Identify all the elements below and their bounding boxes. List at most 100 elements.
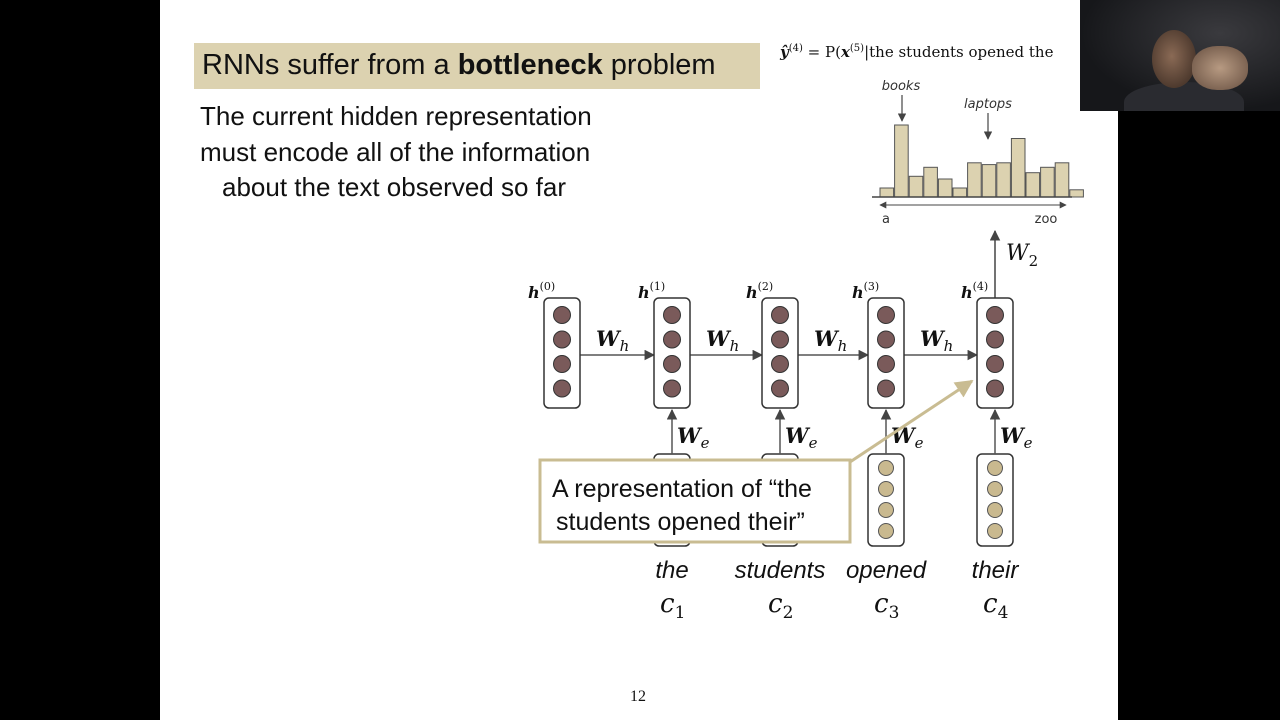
laptops-label: laptops [964, 97, 1012, 112]
neuron-dot [663, 379, 681, 398]
neuron-dot [986, 330, 1004, 349]
neuron-dot [771, 379, 789, 398]
histogram-bar [923, 166, 938, 198]
histogram-bar [952, 187, 968, 198]
embedding-dot [987, 523, 1003, 539]
wh-label: Wh [814, 326, 847, 355]
embedding-dot [878, 523, 894, 539]
hidden-state-vector [976, 297, 1014, 409]
embedding-dot [987, 481, 1003, 497]
callout-box [538, 458, 852, 544]
presenter-hand [1192, 46, 1248, 90]
eq-yhat: ŷ [780, 43, 789, 61]
page-number: 12 [630, 688, 646, 705]
we-label: We [677, 423, 710, 452]
wh-label: Wh [920, 326, 953, 355]
neuron-dot [986, 355, 1004, 373]
neuron-dot [553, 330, 571, 349]
neuron-dot [663, 355, 681, 373]
histogram-bar [894, 124, 909, 198]
histogram-bar [1040, 166, 1055, 198]
hidden-state-vector [653, 297, 691, 409]
we-label: We [1000, 423, 1033, 452]
neuron-dot [877, 330, 895, 349]
eq-condition: |the students opened the [864, 43, 1054, 61]
title-suffix: problem [602, 49, 716, 81]
hidden-state-label: h(4) [961, 280, 988, 302]
body-line-1: The current hidden representation [200, 101, 592, 131]
embedding-dot [987, 502, 1003, 518]
histogram-bar [879, 187, 895, 198]
recurrent-arrows: Wh Wh Wh Wh [580, 326, 979, 361]
embedding-dot [878, 460, 894, 476]
input-embedding-vector [976, 453, 1014, 547]
input-symbol: c2 [768, 589, 793, 623]
neuron-dot [877, 355, 895, 373]
output-equation: ŷ(4) = P(x(5)|the students opened the [780, 43, 1053, 61]
we-label: We [785, 423, 818, 452]
hidden-state-vector [543, 297, 581, 409]
callout-pointer [849, 379, 974, 464]
hidden-state-vectors [543, 297, 1014, 409]
neuron-dot [663, 330, 681, 349]
hidden-state-label: h(3) [852, 280, 879, 302]
neuron-dot [877, 379, 895, 398]
title-highlight [194, 43, 760, 89]
slide-title: RNNs suffer from a bottleneck problem [202, 49, 716, 82]
neuron-dot [553, 355, 571, 373]
histogram-bar [908, 175, 924, 198]
rnn-diagram: books laptops a zoo W2 h(0)h(1)h(2)h(3)h… [528, 79, 1084, 623]
histogram-bar [981, 164, 997, 198]
wh-label: Wh [706, 326, 739, 355]
vocab-axis-start: a [882, 212, 890, 227]
wh-label: Wh [596, 326, 629, 355]
input-symbol: c1 [660, 589, 685, 623]
neuron-dot [771, 306, 789, 324]
histogram-bar [1069, 189, 1084, 198]
vocab-axis-end: zoo [1035, 212, 1058, 227]
w2-label: W2 [1006, 241, 1038, 270]
title-prefix: RNNs suffer from a [202, 49, 458, 81]
hidden-state-labels: h(0) h(1) h(2) h(3) h(4) [528, 280, 988, 302]
title-bold-word: bottleneck [457, 49, 603, 81]
input-symbol: c3 [874, 589, 899, 623]
eq-yhat-sup: (4) [788, 43, 803, 54]
neuron-dot [877, 306, 895, 324]
hidden-state-label: h(0) [528, 280, 555, 302]
embedding-arrows: We We We We [666, 408, 1033, 454]
input-symbol: c4 [983, 589, 1008, 623]
histogram-bar [1054, 162, 1070, 198]
body-line-2: must encode all of the information [200, 137, 591, 167]
output-distribution-histogram [879, 124, 1084, 198]
webcam-video-feed [1080, 0, 1280, 111]
eq-x: x [840, 43, 850, 61]
embedding-dot [878, 481, 894, 497]
neuron-dot [553, 306, 571, 324]
neuron-dot [771, 330, 789, 349]
callout-line-2: students opened their” [556, 508, 805, 536]
histogram-bar [967, 162, 982, 198]
eq-mid: = P( [802, 43, 841, 61]
hidden-state-vector [761, 297, 799, 409]
hidden-state-label: h(2) [746, 280, 773, 302]
input-embedding-vector [867, 453, 905, 547]
input-word: opened [846, 557, 927, 584]
neuron-dot [553, 379, 571, 398]
histogram-bar [1010, 138, 1026, 198]
hidden-state-label: h(1) [638, 280, 665, 302]
we-label: We [891, 423, 924, 452]
input-word: their [972, 557, 1020, 584]
histogram-bar [937, 178, 953, 198]
neuron-dot [663, 306, 681, 324]
presenter-head [1152, 30, 1196, 88]
books-label: books [882, 79, 921, 94]
neuron-dot [986, 306, 1004, 324]
embedding-dot [878, 502, 894, 518]
input-word: the [655, 557, 688, 584]
body-line-3: about the text observed so far [222, 172, 566, 202]
histogram-bar [1025, 172, 1041, 198]
neuron-dot [771, 355, 789, 373]
neuron-dot [986, 379, 1004, 398]
eq-x-sup: (5) [849, 43, 865, 54]
